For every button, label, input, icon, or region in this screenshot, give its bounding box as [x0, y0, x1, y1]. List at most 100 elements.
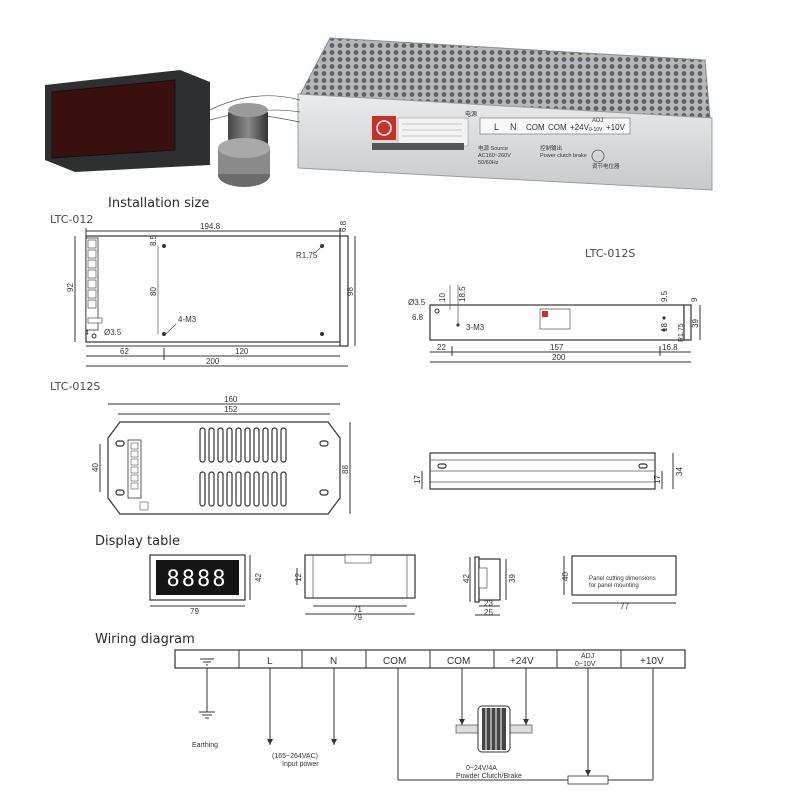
brand-logo-icon [372, 116, 396, 140]
display-back-connector [344, 554, 372, 564]
ltc012s-side-radius: R1.75 [678, 323, 685, 342]
ltc012s-profile-drawing: 17 17 34 [413, 452, 684, 490]
ltc012s-side-dim-22: 22 [437, 343, 446, 352]
product-photo: 电源 L N COM COM +24V ADJ 0-10V +10V 电源 So… [45, 37, 713, 191]
ltc012s-side-dim-18: 18 [660, 323, 669, 332]
ltc012s-top-outline [107, 421, 341, 515]
display-back-width-a: 71 [353, 605, 362, 614]
ltc012-dim-98: 98 [346, 287, 355, 296]
ltc012-dim-4: 4 [85, 330, 89, 337]
ltc012-dim-92: 92 [66, 283, 75, 292]
photo-input-spec-1: 电源 Source [478, 144, 508, 152]
photo-knob-label: 调节电位器 [592, 162, 620, 170]
wiring-terminal-24v: +24V [510, 656, 534, 667]
installation-size-heading: Installation size [108, 196, 209, 211]
ltc012s-side-dim-9-5: 9.5 [660, 290, 669, 302]
ltc012-dim-80: 80 [149, 287, 158, 296]
ltc012s-side-dim-9: 9 [690, 297, 699, 302]
wiring-output-range: 0~24V/4A [466, 765, 497, 772]
ltc012s-top-vent-slots [199, 427, 287, 507]
cutout-text-1: Panel cutting dimensions [589, 576, 656, 582]
display-front-view: 8888 79 42 [149, 554, 263, 616]
ltc012-outline [85, 235, 341, 343]
wiring-terminal-10v: +10V [640, 656, 664, 667]
photo-control-label: 控制输出 [540, 144, 562, 152]
ltc012-dim-62: 62 [120, 347, 129, 356]
wiring-input-range: (165~264VAC) [272, 753, 318, 760]
clutch-brake-icon [455, 705, 533, 753]
wiring-terminal-com-2: COM [447, 656, 470, 667]
ltc012s-side-dim-6-8: 6.8 [412, 313, 424, 322]
ltc012s-profile-dim-right-b: 34 [675, 467, 684, 476]
photo-terminal-n: N [510, 122, 517, 132]
ltc012s-top-dim-88: 88 [341, 465, 350, 474]
photo-terminal-adj: ADJ [592, 118, 603, 124]
display-side-view: 42 39 23 25 [462, 556, 517, 617]
display-front-width: 79 [190, 607, 199, 616]
display-back-view: 12 71 79 [294, 554, 416, 622]
photo-terminal-com-1: COM [526, 123, 545, 132]
photo-potentiometer-knob [228, 108, 268, 148]
ltc012s-side-dim-157: 157 [550, 343, 564, 352]
wiring-terminal-n: N [330, 656, 337, 667]
display-back-height: 12 [294, 573, 303, 582]
photo-display-screen [51, 79, 176, 159]
photo-terminal-com-2: COM [548, 123, 567, 132]
photo-knob-icon [591, 149, 605, 163]
ltc012-dim-120: 120 [235, 347, 249, 356]
ltc012s-side-dim-16-8: 16.8 [662, 343, 678, 352]
ltc012-dim-radius: R1.75 [296, 251, 318, 260]
wiring-potentiometer [567, 775, 609, 785]
photo-terminal-l: L [494, 122, 499, 132]
ltc012-dim-200: 200 [206, 357, 220, 366]
ltc012s-top-dim-152: 152 [224, 405, 238, 414]
wiring-terminal-adj: ADJ [581, 653, 594, 660]
display-back-width-b: 79 [353, 613, 362, 622]
ltc012s-side-dim-39: 39 [691, 319, 700, 328]
display-cutout-view: Panel cutting dimensions for panel mount… [561, 555, 677, 611]
photo-input-spec-2: AC160~260V [478, 153, 511, 159]
ltc012s-profile-dim-right-a: 17 [653, 475, 662, 484]
ltc012s-top-dim-160: 160 [224, 395, 238, 404]
ltc012s-top-model-label: LTC-012S [50, 380, 100, 393]
ltc012s-top-drawing: LTC-012S 160 152 [50, 380, 351, 515]
display-table-heading: Display table [95, 534, 180, 549]
ltc012s-side-drawing: LTC-012S Ø3.5 10 18.5 6.8 3-M3 9.5 9 18 … [408, 247, 701, 363]
display-screen [156, 560, 239, 595]
wiring-input-label: Input power [282, 761, 319, 768]
photo-terminal-strip: L N COM COM +24V ADJ 0-10V +10V [479, 117, 631, 135]
wiring-output-label: Powder Clutch/Brake [456, 773, 522, 780]
wiring-terminal-l: L [267, 656, 273, 667]
wiring-terminal-adj-range: 0~10V [575, 661, 596, 668]
ltc012s-side-dim-10: 10 [438, 293, 447, 302]
ltc012-dim-corner: 6.8 [339, 220, 348, 232]
ltc012s-top-dim-40: 40 [91, 463, 100, 472]
photo-terminal-24v: +24V [570, 123, 590, 132]
photo-terminal-adj-range: 0-10V [589, 127, 603, 133]
display-side-height-a: 42 [462, 574, 471, 583]
cutout-width: 77 [620, 602, 629, 611]
cn-power-label: 电源 [465, 110, 477, 118]
display-side-width-b: 25 [484, 608, 493, 617]
ltc012-hole-label: Ø3.5 [104, 328, 122, 337]
ltc012-dim-8-5: 8.5 [149, 234, 158, 246]
display-side-height-b: 39 [508, 574, 517, 583]
cutout-text-2: for panel mounting [589, 583, 639, 589]
ltc012s-side-screw: 3-M3 [466, 323, 485, 332]
wiring-diagram-heading: Wiring diagram [95, 632, 195, 647]
ltc012s-profile-dim-left: 17 [413, 475, 422, 484]
ltc012s-side-dim-200: 200 [552, 353, 566, 362]
wiring-terminal-com-1: COM [383, 656, 406, 667]
ltc012s-side-hole: Ø3.5 [408, 298, 426, 307]
ltc012s-side-dim-18-5: 18.5 [458, 286, 467, 302]
display-side-width-a: 23 [484, 599, 493, 608]
display-digits: 8888 [167, 567, 228, 592]
ltc012-model-label: LTC-012 [50, 213, 93, 226]
photo-clutch-label: Power clutch brake [540, 153, 587, 159]
wiring-earthing-label: Earthing [192, 742, 218, 749]
photo-input-spec-3: 50/60Hz [478, 160, 499, 166]
ltc012-drawing: LTC-012 194.8 6.8 8.5 80 R1.75 4-M3 [50, 213, 356, 367]
ltc012s-side-model-label: LTC-012S [585, 247, 635, 260]
ltc012-screw-label: 4-M3 [178, 315, 197, 324]
